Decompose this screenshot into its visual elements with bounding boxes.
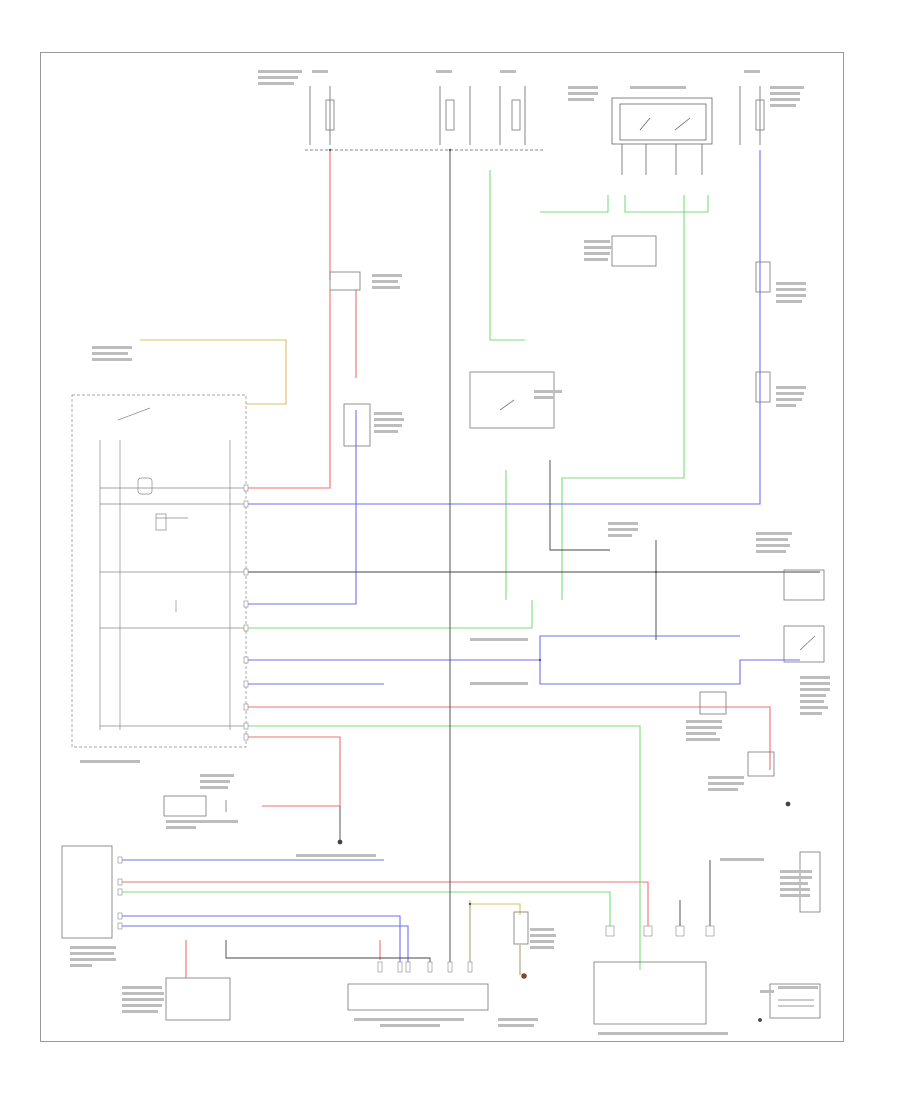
diagram-frame — [40, 52, 844, 1042]
connector-terminals — [117, 484, 715, 973]
faint-label-marks — [70, 70, 830, 1035]
yellow-wires — [140, 339, 521, 915]
combination-meter — [71, 394, 247, 748]
green-wires — [120, 170, 709, 970]
right-components — [769, 569, 825, 1019]
ground-symbols — [337, 801, 791, 1022]
fuse-symbols — [325, 99, 765, 131]
fuse-box-top — [305, 86, 761, 151]
red-wires — [120, 150, 771, 978]
tan-wires — [469, 904, 521, 975]
black-wires — [225, 150, 820, 970]
blue-wires — [120, 150, 800, 968]
top-right-switch-box — [611, 97, 713, 175]
mid-components — [329, 235, 775, 1025]
splice-points — [328, 148, 658, 906]
left-components — [61, 795, 231, 1021]
